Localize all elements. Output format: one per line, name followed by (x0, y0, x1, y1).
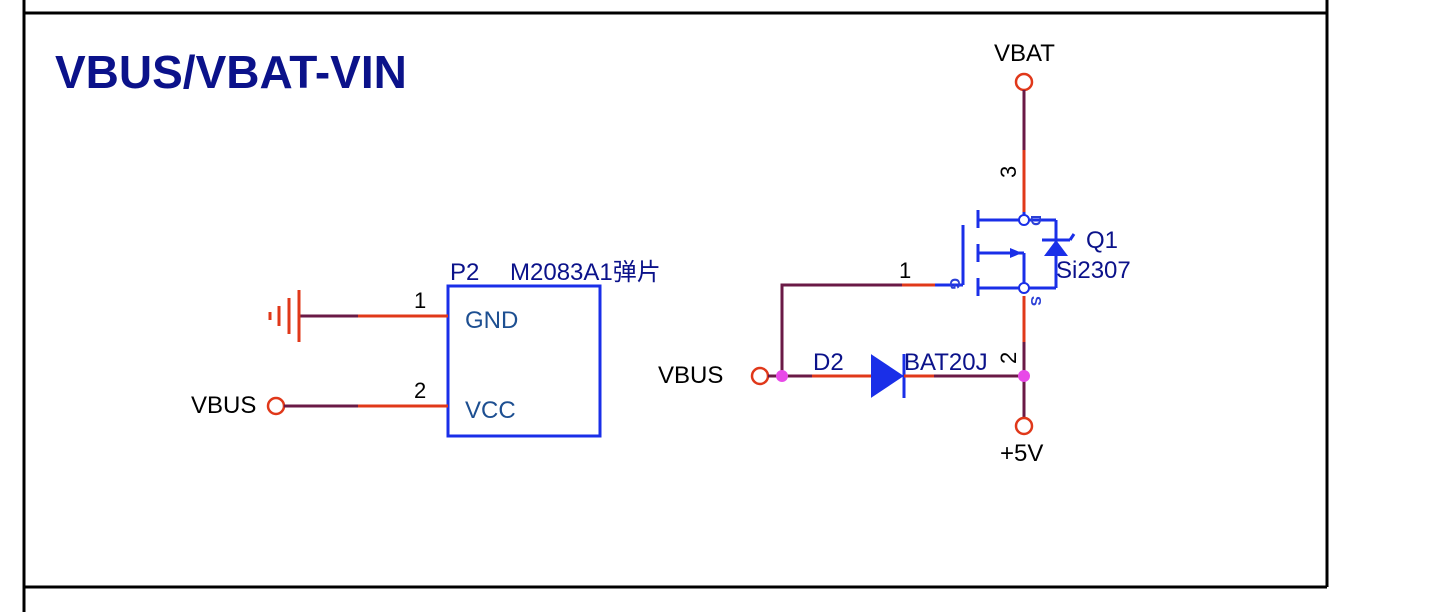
junction-dot-icon (1018, 370, 1030, 382)
port-circle-icon[interactable] (1014, 72, 1034, 92)
p2-part-value: M2083A1弹片 (510, 259, 661, 286)
q1-source-dot (1018, 282, 1030, 294)
q1-pin3-number: 3 (996, 166, 1021, 178)
d2-part-value: BAT20J (904, 349, 988, 376)
port-circle-icon[interactable] (266, 396, 286, 416)
sheet-frame (22, 0, 1329, 612)
q1-pin1-number: 1 (899, 258, 911, 283)
d2-designator: D2 (813, 349, 844, 376)
port-circle-icon[interactable] (1014, 416, 1034, 436)
connector-body (446, 284, 602, 438)
q1-pin2-number: 2 (996, 352, 1021, 364)
diode-d2[interactable]: D2 BAT20J (812, 349, 988, 398)
q1-source-letter: S (1027, 296, 1044, 306)
ground-icon (268, 290, 301, 342)
q1-arrow (1010, 248, 1022, 258)
q1-gate-letter: G (946, 278, 963, 290)
diode-icon (871, 354, 904, 398)
p2-designator: P2 (450, 259, 479, 286)
sheet-title: VBUS/VBAT-VIN (55, 46, 407, 98)
q1-drain-dot (1018, 214, 1030, 226)
q1-body-diode (1044, 240, 1068, 256)
connector-p2[interactable]: P2 M2083A1弹片 GND VCC 1 2 (358, 259, 661, 438)
p2-pin2-name: VCC (465, 397, 516, 424)
wire-gate[interactable] (780, 283, 902, 376)
p2-pin1-number: 1 (414, 288, 426, 313)
pmos-icon[interactable]: D G S (935, 150, 1076, 342)
p2-pin1-name: GND (465, 307, 518, 334)
junction-dot-icon (776, 370, 788, 382)
q1-drain-letter: D (1027, 215, 1044, 226)
q1-part-value: Si2307 (1056, 257, 1131, 284)
port-circle-icon[interactable] (750, 366, 770, 386)
vbus-left-label: VBUS (191, 392, 256, 419)
vbus-right-label: VBUS (658, 362, 723, 389)
vbat-label: VBAT (994, 40, 1055, 67)
p2-pin2-number: 2 (414, 378, 426, 403)
plus5v-label: +5V (1000, 440, 1043, 467)
q1-designator: Q1 (1086, 227, 1118, 254)
